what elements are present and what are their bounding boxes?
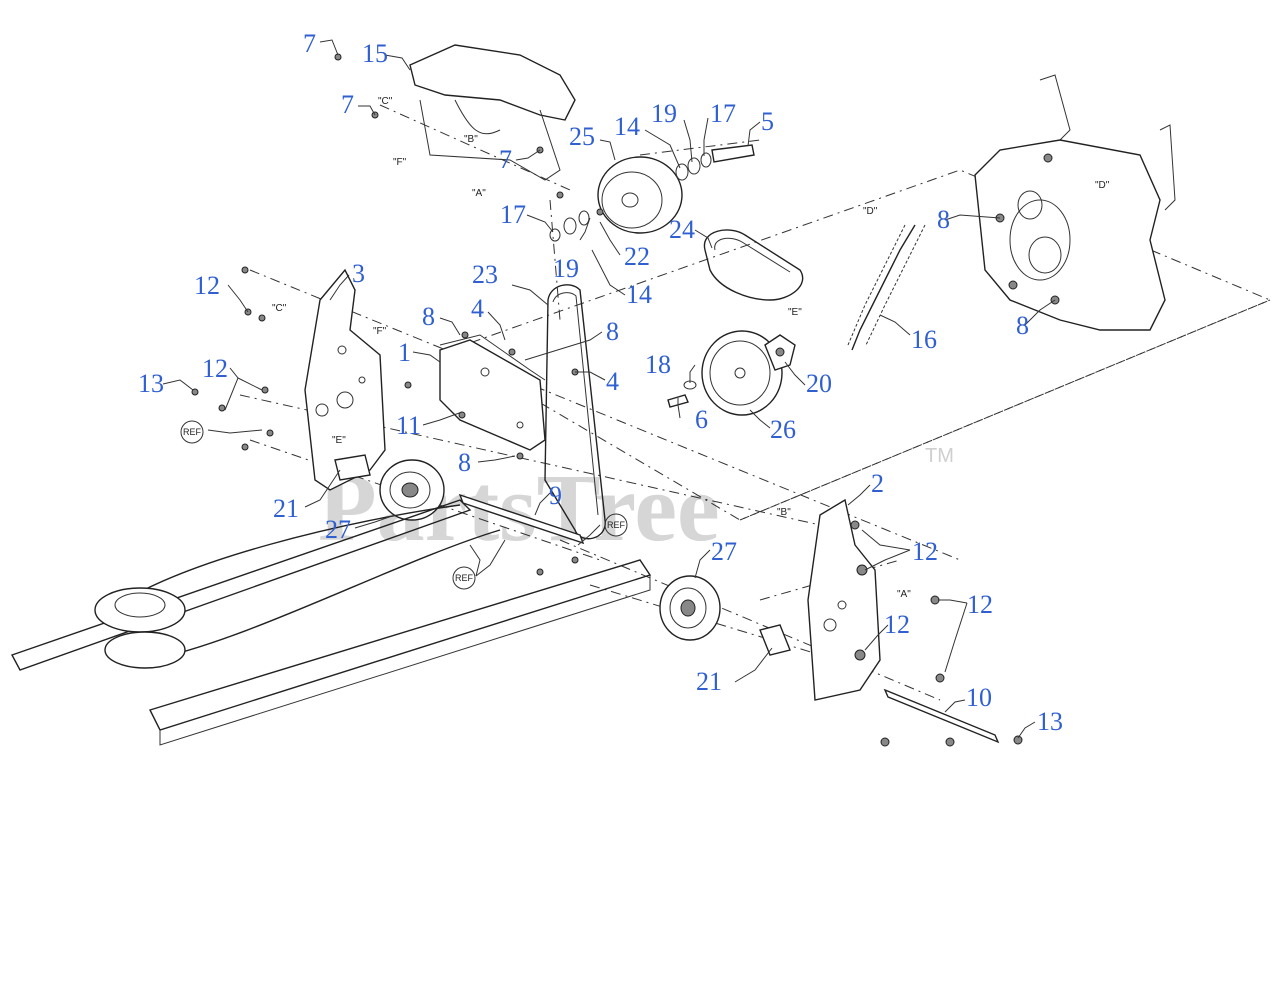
callout-9[interactable]: 9 [549,481,562,510]
callout-6[interactable]: 6 [695,405,708,434]
callout-1[interactable]: 1 [398,338,411,367]
callout-25[interactable]: 25 [569,122,595,151]
left-plate [304,268,386,491]
letter-label: "D" [1095,180,1110,191]
callout-26[interactable]: 26 [770,415,796,444]
callout-8[interactable]: 8 [458,448,471,477]
callout-14[interactable]: 14 [626,280,652,309]
ref-circle [180,420,204,444]
spring [847,224,926,351]
callout-17[interactable]: 17 [710,99,736,128]
letter-label: "B" [464,134,478,145]
callout-4[interactable]: 4 [606,367,619,396]
callout-13[interactable]: 13 [1037,707,1063,736]
callout-27[interactable]: 27 [711,537,737,566]
belt-cover [409,44,576,181]
callout-20[interactable]: 20 [806,369,832,398]
callout-17[interactable]: 17 [500,200,526,229]
callout-18[interactable]: 18 [645,350,671,379]
callout-19[interactable]: 19 [651,99,677,128]
rods [458,493,1000,744]
callout-8[interactable]: 8 [606,317,619,346]
letter-label: "E" [332,435,346,446]
callout-23[interactable]: 23 [472,260,498,289]
letter-label: "B" [777,507,791,518]
idler-pulley-right [659,575,791,656]
upper-pulley [549,144,755,242]
watermark: PartsTree TM [318,445,954,561]
callout-8[interactable]: 8 [422,302,435,331]
callout-3[interactable]: 3 [352,259,365,288]
callout-12[interactable]: 12 [884,610,910,639]
callout-5[interactable]: 5 [761,107,774,136]
callout-8[interactable]: 8 [937,205,950,234]
ref-label: REF [455,573,474,583]
lower-right-pulley [667,330,796,416]
letter-labels: "C" "B" "F" "A" "D" "D" "C" "F" "E" "E" … [272,96,1110,600]
letter-label: "A" [472,188,486,199]
callout-4[interactable]: 4 [471,294,484,323]
callout-12[interactable]: 12 [967,590,993,619]
callout-7[interactable]: 7 [303,29,316,58]
leader-lines [162,39,1056,739]
right-plate [807,498,881,701]
letter-label: "A" [897,589,911,600]
watermark-text: PartsTree [318,454,720,561]
ref-circle [452,566,476,590]
letter-label: "C" [272,303,287,314]
callout-12[interactable]: 12 [194,271,220,300]
callout-22[interactable]: 22 [624,242,650,271]
letter-label: "E" [788,307,802,318]
callout-21[interactable]: 21 [696,667,722,696]
callout-27[interactable]: 27 [325,515,351,544]
belt-upper [703,229,804,301]
callout-7[interactable]: 7 [499,145,512,174]
callout-21[interactable]: 21 [273,494,299,523]
callout-12[interactable]: 12 [202,354,228,383]
lower-frame [10,499,652,746]
callout-12[interactable]: 12 [912,537,938,566]
letter-label: "F" [373,326,387,337]
callout-14[interactable]: 14 [614,112,640,141]
callout-11[interactable]: 11 [396,411,421,440]
callout-7[interactable]: 7 [341,90,354,119]
part-callouts: 7 15 7 7 25 14 19 17 5 17 22 19 14 24 8 … [138,29,1063,736]
watermark-trademark: TM [925,445,954,467]
letter-label: "F" [393,157,407,168]
callout-10[interactable]: 10 [966,683,992,712]
ref-markers: REF REF REF [180,420,628,590]
callout-13[interactable]: 13 [138,369,164,398]
callout-24[interactable]: 24 [669,215,695,244]
engine-housing [974,74,1176,331]
center-bracket [439,334,546,451]
ref-label: REF [183,427,202,437]
letter-label: "D" [863,206,878,217]
callout-2[interactable]: 2 [871,469,884,498]
ref-label: REF [607,520,626,530]
ref-circle [604,513,628,537]
callout-16[interactable]: 16 [911,325,937,354]
callout-8[interactable]: 8 [1016,311,1029,340]
callout-19[interactable]: 19 [553,254,579,283]
idler-pulley-left [334,454,445,521]
callout-15[interactable]: 15 [362,39,388,68]
letter-label: "C" [378,96,393,107]
